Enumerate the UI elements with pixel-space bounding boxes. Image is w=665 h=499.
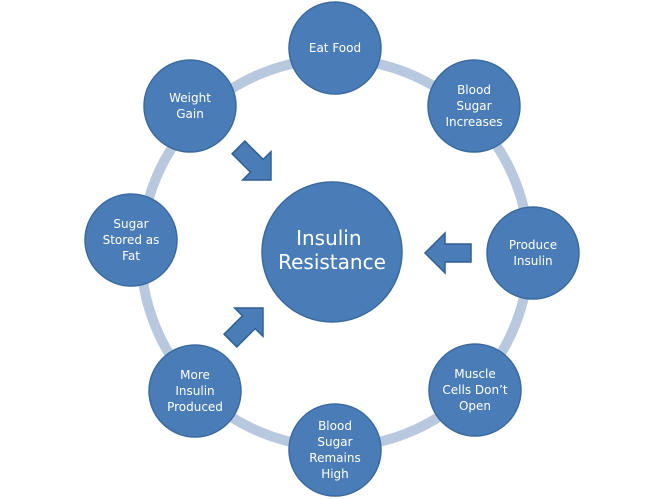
- node-circle: [148, 344, 242, 438]
- node-label-line: Insulin: [175, 384, 214, 398]
- center-circle: [261, 181, 403, 323]
- center-label: Insulin Resistance: [278, 226, 386, 274]
- node-label-line: Remains: [309, 451, 360, 465]
- node-label-line: Gain: [176, 107, 204, 121]
- arrows-group: [223, 140, 472, 348]
- node-label: Eat Food: [309, 41, 361, 55]
- node-label-line: Sugar: [317, 435, 352, 449]
- node-label-line: Sugar: [113, 217, 148, 231]
- node-label-line: Blood: [457, 83, 491, 97]
- node-label-line: Open: [459, 399, 491, 413]
- arrow-icon: [423, 231, 472, 275]
- node-label-line: Muscle: [454, 367, 496, 381]
- node-label-line: Eat Food: [309, 41, 361, 55]
- node-circle: [143, 59, 237, 153]
- node-label-line: Increases: [445, 115, 502, 129]
- node-circle: [486, 206, 580, 300]
- node-circle: [428, 343, 522, 437]
- center-label-line: Resistance: [278, 250, 386, 274]
- node-label-line: Fat: [122, 249, 140, 263]
- node-label-line: Stored as: [103, 233, 160, 247]
- node-label-line: High: [321, 467, 349, 481]
- arrow-icon: [223, 307, 264, 348]
- node-circle: [427, 59, 521, 153]
- node-label-line: Blood: [318, 419, 352, 433]
- node-eat-food: Eat Food: [288, 1, 382, 95]
- node-circle: [84, 193, 178, 287]
- node-label-line: Insulin: [513, 254, 552, 268]
- node-circle: [288, 1, 382, 95]
- node-label-line: Weight: [169, 91, 211, 105]
- center-label-line: Insulin: [296, 226, 361, 250]
- node-circle: [288, 403, 382, 497]
- node-label-line: Produced: [167, 400, 223, 414]
- node-label-line: Sugar: [456, 99, 491, 113]
- node-label-line: Cells Don’t: [442, 383, 507, 397]
- node-label-line: More: [180, 368, 210, 382]
- center-node: Insulin Resistance: [261, 181, 403, 323]
- node-label-line: Produce: [509, 238, 557, 252]
- arrow-icon: [231, 140, 272, 181]
